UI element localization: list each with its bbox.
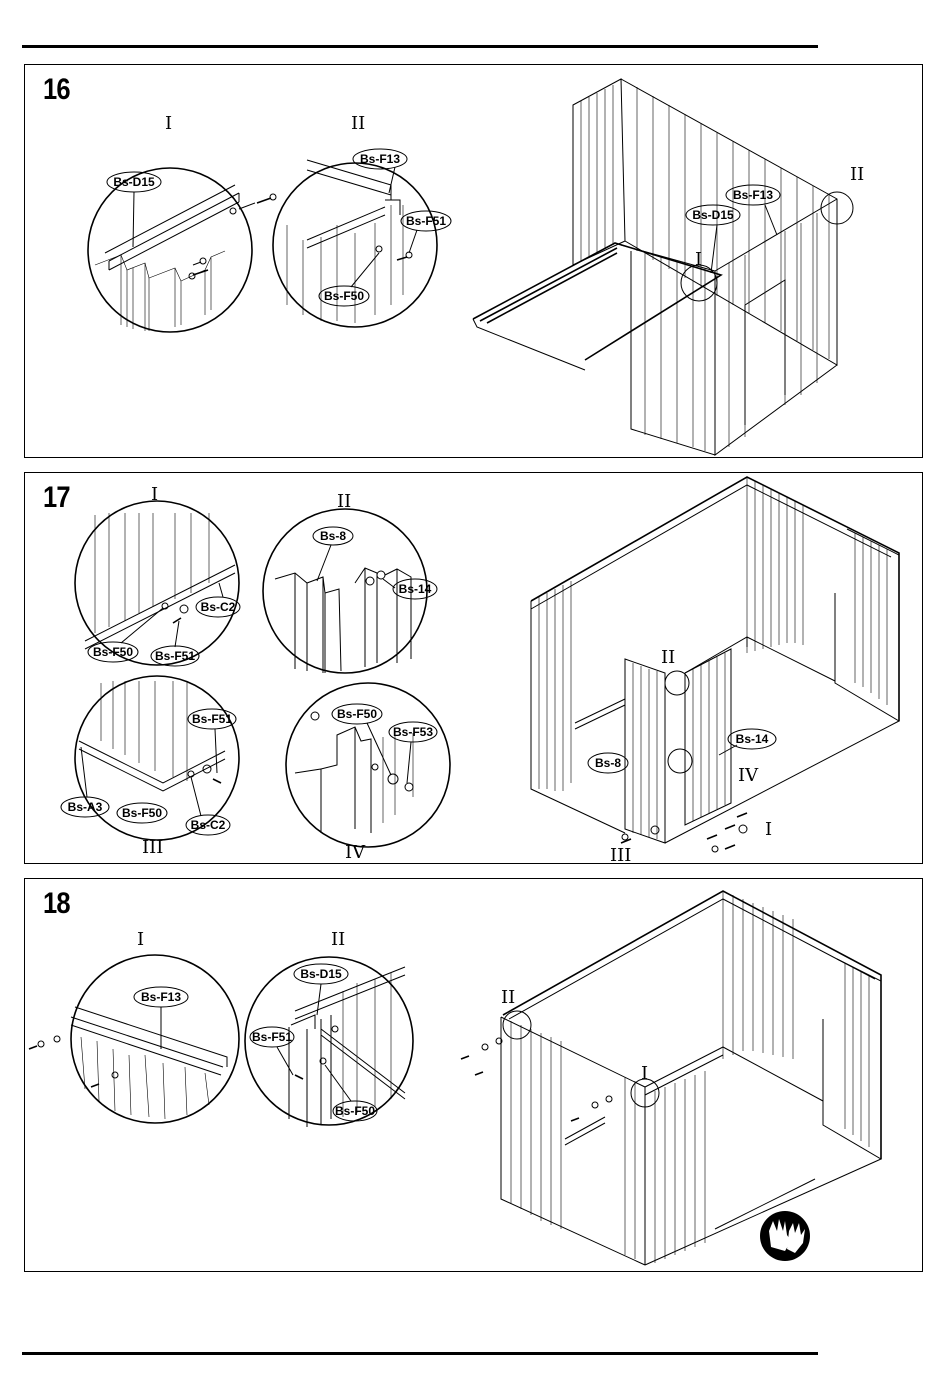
svg-text:Bs-F50: Bs-F50 [335,1104,375,1118]
part-label: Bs-F50 [332,704,391,775]
detail-roman: II [351,113,365,134]
part-label: Bs-F13 [726,185,780,235]
part-label: Bs-D15 [294,964,348,1015]
svg-text:Bs-F51: Bs-F51 [192,712,232,726]
part-label: Bs-F50 [117,803,167,823]
callout-roman: I [765,819,772,840]
part-label: Bs-8 [313,527,353,581]
svg-text:Bs-F50: Bs-F50 [324,289,364,303]
svg-text:Bs-F51: Bs-F51 [406,214,446,228]
main-assembly [473,79,853,455]
step-17-drawing: I Bs-C2 Bs-F50 Bs-F51 II [25,473,924,865]
svg-text:Bs-14: Bs-14 [736,732,769,746]
step-18-panel: 18 I Bs-F13 II [24,878,923,1272]
part-label: Bs-F51 [151,621,199,666]
step-17-panel: 17 I Bs-C2 Bs-F50 Bs-F51 II [24,472,923,864]
svg-text:Bs-D15: Bs-D15 [300,967,342,981]
svg-text:Bs-F50: Bs-F50 [337,707,377,721]
main-assembly [531,477,899,852]
detail-roman: I [137,929,144,950]
svg-text:Bs-F53: Bs-F53 [393,725,433,739]
part-label: Bs-F50 [325,1065,377,1121]
part-label: Bs-F50 [319,253,379,306]
svg-text:Bs-F13: Bs-F13 [360,152,400,166]
svg-text:Bs-F51: Bs-F51 [155,649,195,663]
top-rule [22,45,818,48]
detail-circle-i: I [88,113,276,332]
svg-text:Bs-F51: Bs-F51 [252,1030,292,1044]
bottom-rule [22,1352,818,1355]
detail-circle-ii: II [245,929,413,1127]
callout-roman: II [661,647,675,668]
svg-text:Bs-F50: Bs-F50 [93,645,133,659]
svg-text:Bs-D15: Bs-D15 [692,208,734,222]
svg-text:Bs-C2: Bs-C2 [191,818,226,832]
detail-roman: I [151,484,158,505]
detail-circle-i: I [75,484,239,665]
svg-text:Bs-8: Bs-8 [595,756,621,770]
svg-text:Bs-D15: Bs-D15 [113,175,155,189]
detail-roman: III [142,837,163,858]
callout-roman: I [695,249,702,270]
svg-text:Bs-F13: Bs-F13 [733,188,773,202]
part-label: Bs-D15 [107,172,161,247]
gloves-icon [760,1211,810,1261]
part-label: Bs-14 [383,579,437,599]
callout-roman: IV [738,765,759,786]
step-16-drawing: I Bs-D15 II Bs-F13 [25,65,924,459]
detail-roman: IV [345,842,366,863]
main-assembly [461,891,881,1265]
part-label: Bs-F13 [134,987,188,1049]
part-label: Bs-A3 [61,747,109,817]
detail-roman: II [337,491,351,512]
svg-text:Bs-14: Bs-14 [399,582,432,596]
part-label: Bs-8 [588,753,628,773]
callout-roman: III [610,845,631,865]
step-16-panel: 16 I Bs-D15 II [24,64,923,458]
detail-roman: II [331,929,345,950]
callout-roman: I [641,1063,648,1084]
step-18-drawing: I Bs-F13 II Bs-D15 [25,879,924,1273]
part-label: Bs-C2 [196,583,240,617]
svg-text:Bs-F13: Bs-F13 [141,990,181,1004]
callout-roman: II [850,164,864,185]
detail-circle-i: I [29,929,239,1123]
svg-text:Bs-8: Bs-8 [320,529,346,543]
detail-roman: I [165,113,172,134]
part-label: Bs-F51 [250,1027,294,1075]
part-label: Bs-14 [719,729,776,755]
part-label: Bs-F51 [188,709,236,773]
svg-text:Bs-A3: Bs-A3 [68,800,103,814]
part-label: Bs-F51 [401,211,451,253]
svg-text:Bs-C2: Bs-C2 [201,600,236,614]
svg-text:Bs-F50: Bs-F50 [122,806,162,820]
callout-roman: II [501,987,515,1008]
